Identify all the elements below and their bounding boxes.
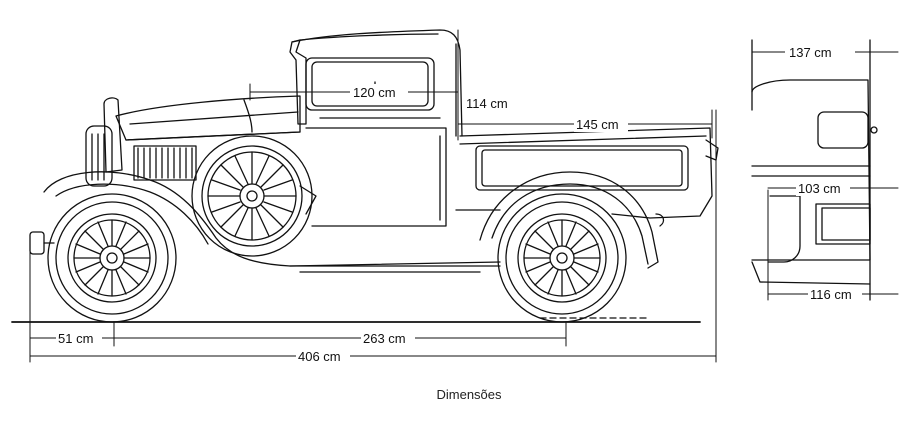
rear-track-label: 116 cm	[810, 287, 852, 302]
caption: Dimensões	[436, 387, 502, 402]
hood	[85, 95, 301, 187]
rear-width-mid-label: 103 cm	[798, 181, 841, 196]
rear-width-top-label: 137 cm	[789, 45, 832, 60]
rear-view	[751, 39, 899, 301]
rear-wheel	[497, 193, 627, 323]
ground-line	[11, 317, 701, 323]
wheelbase-label: 263 cm	[363, 331, 406, 346]
front-fender	[43, 171, 501, 273]
bed-length-label: 145 cm	[576, 117, 619, 132]
spare-wheel	[191, 135, 317, 257]
front-wheel	[47, 193, 177, 323]
front-bumper	[29, 231, 55, 255]
cab-height-label: 114 cm	[466, 96, 508, 111]
cab-width-label: 120 cm	[353, 85, 396, 100]
cab	[289, 29, 463, 227]
front-overhang-label: 51 cm	[58, 331, 93, 346]
overall-length-label: 406 cm	[298, 349, 341, 364]
rear-fender	[479, 171, 665, 269]
dimension-labels: 120 cm 114 cm 145 cm 51 cm 263 cm 406 cm…	[56, 44, 862, 364]
truck-bed	[455, 127, 719, 219]
